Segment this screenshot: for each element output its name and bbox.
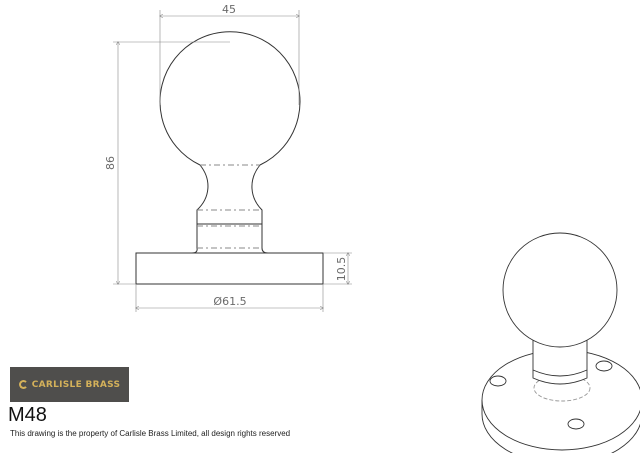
dim-rose-thickness: 10.5 xyxy=(335,257,348,282)
iso-ball xyxy=(502,232,618,348)
copyright-note: This drawing is the property of Carlisle… xyxy=(10,429,291,438)
dim-overall-height: 86 xyxy=(104,156,117,170)
screw-hole xyxy=(489,375,507,387)
logo-mark-icon xyxy=(18,380,28,389)
carlisle-brass-logo: CARLISLE BRASS xyxy=(10,367,129,402)
front-elevation xyxy=(135,31,324,285)
rose-base xyxy=(135,252,324,285)
knob-outline xyxy=(159,31,301,254)
dimension-lines xyxy=(113,10,352,312)
dim-rose-diameter: Ø61.5 xyxy=(213,295,246,308)
model-number: M48 xyxy=(8,404,47,426)
screw-hole xyxy=(567,418,585,430)
screw-hole xyxy=(595,360,613,372)
logo-text: CARLISLE BRASS xyxy=(31,379,121,390)
isometric-view xyxy=(481,232,640,453)
dim-ball-width: 45 xyxy=(222,3,236,16)
